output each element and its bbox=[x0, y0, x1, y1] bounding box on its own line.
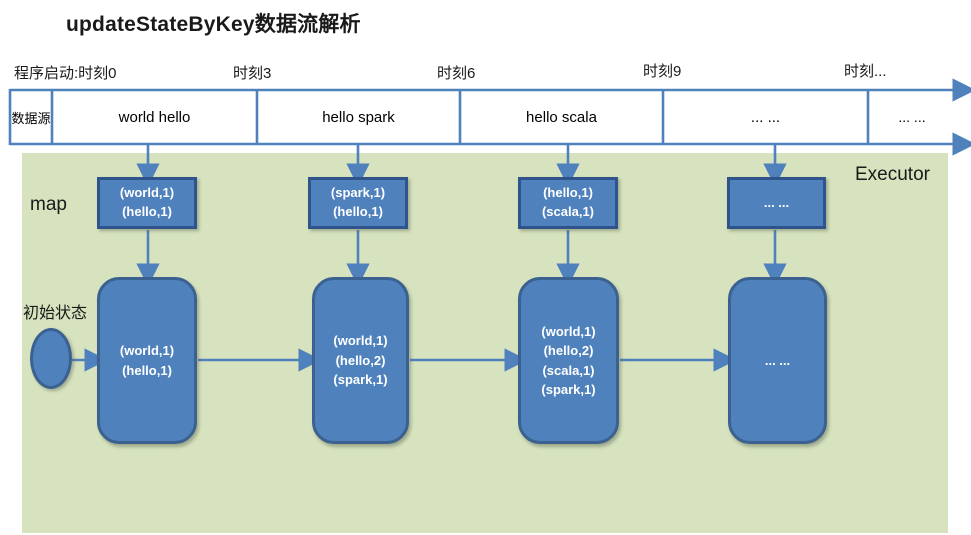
state-box-1: (world,1) (hello,1) bbox=[97, 277, 197, 444]
initial-state-label: 初始状态 bbox=[23, 305, 88, 322]
initial-state-ellipse bbox=[30, 328, 72, 389]
state-box-2: (world,1) (hello,2) (spark,1) bbox=[312, 277, 409, 444]
datasource-label: 数据源 bbox=[11, 110, 51, 126]
state-box-3: (world,1) (hello,2) (scala,1) (spark,1) bbox=[518, 277, 619, 444]
state-box-4: ... ... bbox=[728, 277, 827, 444]
datasource-cell-5: ... ... bbox=[898, 109, 926, 125]
map-result-box-4: ... ... bbox=[727, 177, 826, 229]
map-result-box-3: (hello,1) (scala,1) bbox=[518, 177, 618, 229]
executor-label: Executor bbox=[855, 164, 930, 185]
diagram-title: updateStateByKey数据流解析 bbox=[66, 13, 361, 36]
timeline-label-t6: 时刻6 bbox=[437, 65, 476, 82]
map-stage-label: map bbox=[30, 194, 67, 215]
timeline-label-start-t0: 程序启动:时刻0 bbox=[14, 65, 117, 82]
map-result-box-2: (spark,1) (hello,1) bbox=[308, 177, 408, 229]
map-result-box-1: (world,1) (hello,1) bbox=[97, 177, 197, 229]
datasource-cell-1: world hello bbox=[118, 108, 191, 126]
timeline-label-t9: 时刻9 bbox=[643, 63, 682, 80]
datasource-cell-3: hello scala bbox=[526, 108, 597, 126]
datasource-cell-4: ... ... bbox=[750, 108, 781, 126]
timeline-label-t-more: 时刻... bbox=[844, 63, 887, 80]
datasource-cell-2: hello spark bbox=[322, 108, 395, 126]
timeline-label-t3: 时刻3 bbox=[233, 65, 272, 82]
